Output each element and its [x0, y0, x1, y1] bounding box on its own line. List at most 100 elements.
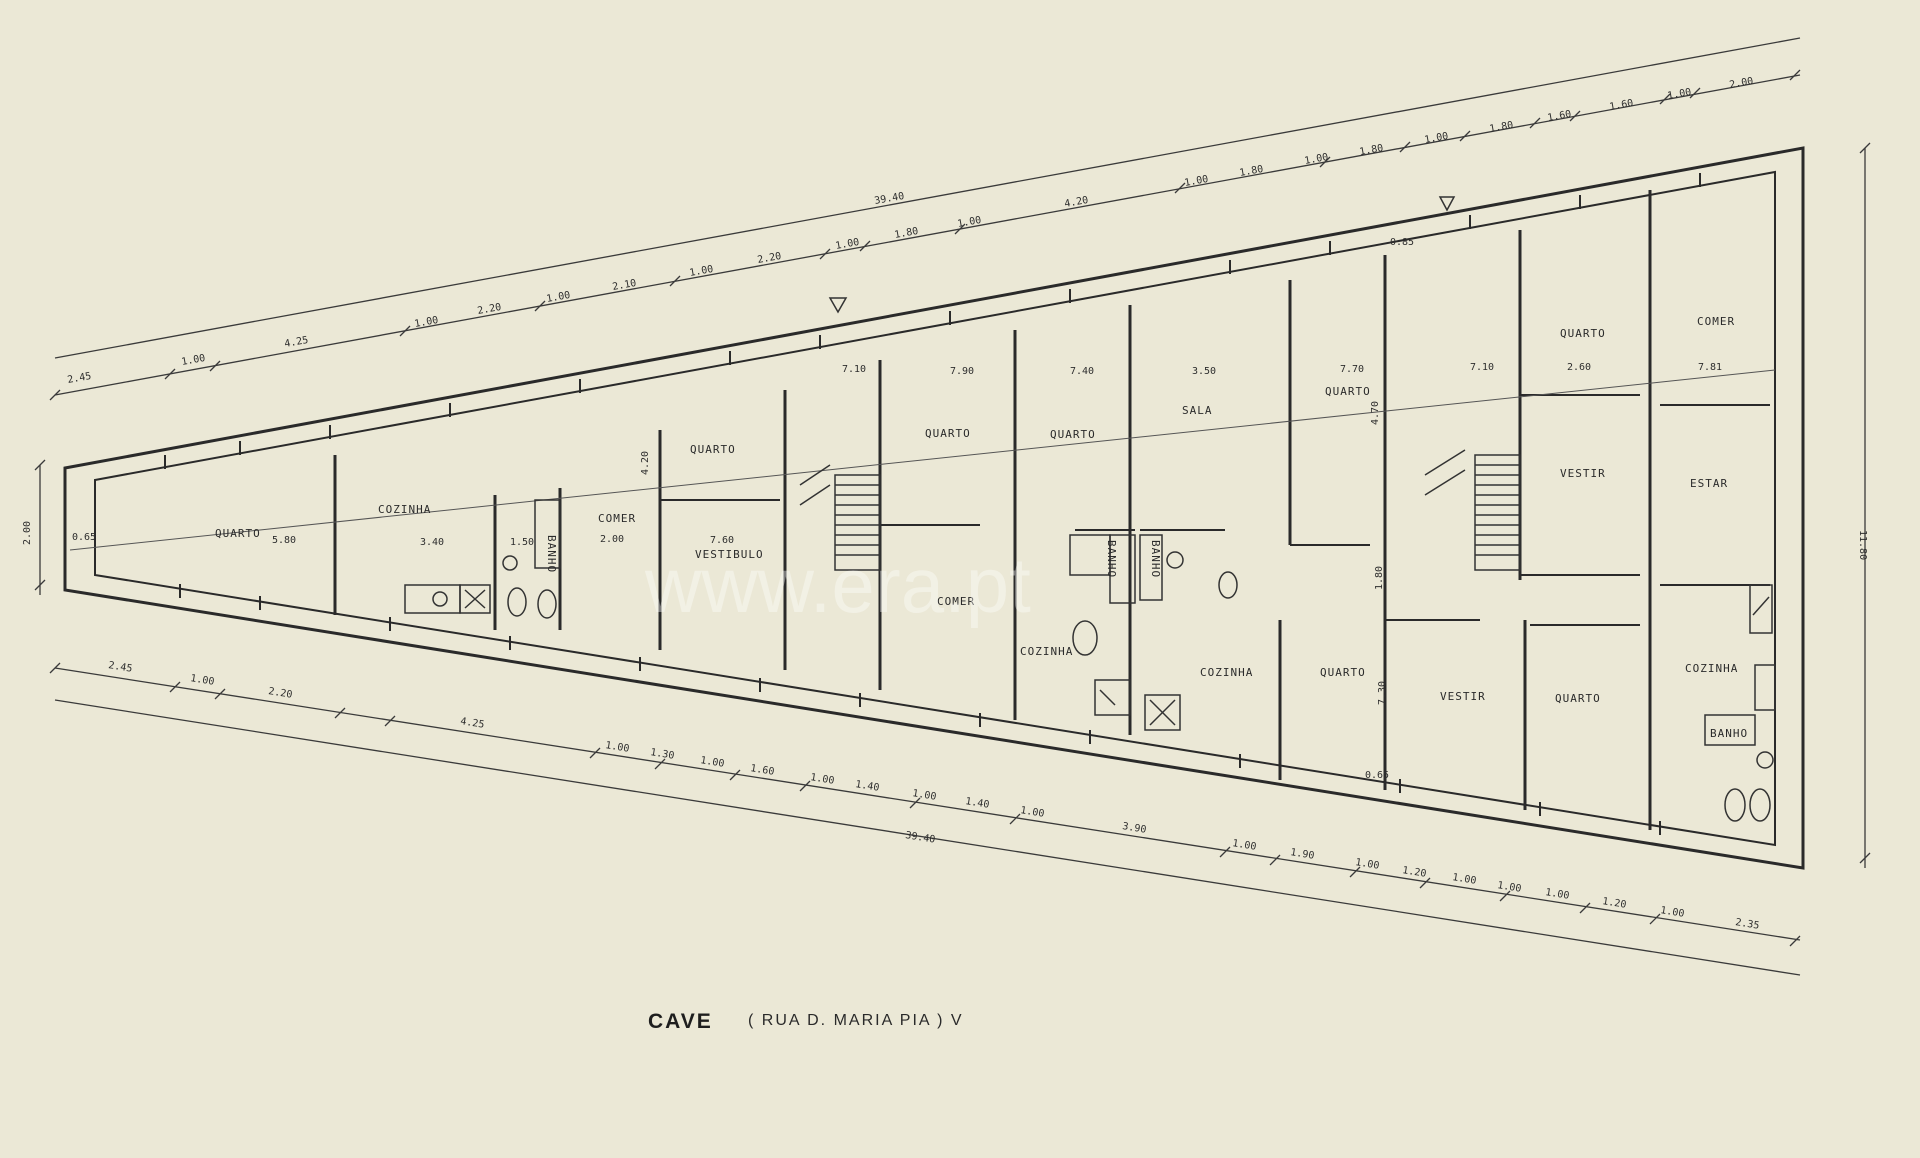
- dim-label: 5.80: [272, 535, 296, 546]
- title-subtitle: ( RUA D. MARIA PIA ) V: [748, 1012, 964, 1029]
- dim-label: 7.10: [842, 364, 866, 375]
- dim-label: 1.00: [1660, 905, 1686, 920]
- dim-label: 4.20: [640, 451, 651, 475]
- bottom-dimensions: 39.40 2.45 1.00 2.20 4.25 1.00 1.30 1.00…: [108, 660, 1761, 932]
- room-label-comer: COMER: [598, 512, 636, 525]
- room-label-cozinha: COZINHA: [1685, 662, 1738, 675]
- drawing-title: CAVE ( RUA D. MARIA PIA ) V: [648, 1010, 964, 1033]
- room-dimensions: 0.65 5.80 3.40 1.50 2.00 7.60 4.20 7.10 …: [72, 237, 1722, 781]
- dim-label: 1.40: [965, 796, 991, 811]
- staircase-left: [799, 464, 881, 571]
- dim-label: 1.00: [1497, 880, 1523, 895]
- dim-label: 1.80: [1374, 566, 1385, 590]
- room-label-banho: BANHO: [1710, 727, 1748, 740]
- dim-label: 1.00: [700, 755, 726, 770]
- fixtures: [404, 499, 1776, 822]
- dim-label: 2.20: [268, 686, 294, 701]
- room-label-quarto: QUARTO: [1555, 692, 1601, 705]
- dim-label: 1.20: [1402, 865, 1428, 880]
- top-dimensions: 39.40 2.45 1.00 4.25 1.00 2.20 1.00 2.10…: [67, 76, 1755, 386]
- room-label-quarto: QUARTO: [690, 443, 736, 456]
- room-label-vestir: VESTIR: [1560, 467, 1606, 480]
- title-main: CAVE: [648, 1010, 713, 1033]
- dim-label: 1.00: [414, 315, 440, 330]
- dim-label: 2.20: [757, 251, 783, 266]
- room-label-comer: COMER: [1697, 315, 1735, 328]
- room-label-banho: BANHO: [1149, 540, 1162, 578]
- centre-axis-line: [69, 369, 1776, 551]
- room-label-quarto: QUARTO: [925, 427, 971, 440]
- dim-label: 1.60: [1547, 109, 1573, 124]
- dim-label: 1.00: [912, 788, 938, 803]
- side-dimensions: 2.00 11.80: [22, 521, 1868, 560]
- dim-label: 1.00: [605, 740, 631, 755]
- dim-label: 1.00: [190, 673, 216, 688]
- dim-label-right: 11.80: [1857, 530, 1868, 560]
- dim-label: 1.80: [1489, 120, 1515, 135]
- dim-label: 1.90: [1290, 847, 1316, 862]
- dim-label: 1.50: [510, 537, 534, 548]
- room-label-quarto: QUARTO: [1560, 327, 1606, 340]
- dim-label: 7.81: [1698, 362, 1722, 373]
- room-label-comer: COMER: [937, 595, 975, 608]
- outer-walls: [63, 146, 1805, 870]
- room-label-quarto: QUARTO: [1325, 385, 1371, 398]
- dim-label: 1.00: [1232, 838, 1258, 853]
- room-label-banho: BANHO: [1105, 540, 1118, 578]
- dim-label: 7.30: [1377, 681, 1388, 705]
- dim-label: 1.00: [810, 772, 836, 787]
- dim-label: 1.60: [1609, 98, 1635, 113]
- dim-label: 7.90: [950, 366, 974, 377]
- room-label-banho: BANHO: [545, 535, 558, 573]
- dim-label: 0.65: [72, 532, 96, 543]
- dim-label: 7.60: [710, 535, 734, 546]
- dim-label: 1.00: [1355, 857, 1381, 872]
- dim-label: 2.60: [1567, 362, 1591, 373]
- staircase-right: [1424, 449, 1521, 571]
- dim-label: 4.25: [460, 716, 486, 731]
- dim-label: 1.30: [650, 747, 676, 762]
- dim-label-left: 2.00: [22, 521, 33, 545]
- dim-label: 3.50: [1192, 366, 1216, 377]
- dim-label: 2.00: [1729, 76, 1755, 91]
- dim-label: 1.00: [1184, 174, 1210, 189]
- room-label-cozinha: COZINHA: [1020, 645, 1073, 658]
- dim-label: 1.00: [689, 264, 715, 279]
- dim-label: 7.40: [1070, 366, 1094, 377]
- dim-label: 7.10: [1470, 362, 1494, 373]
- dim-label: 2.20: [477, 302, 503, 317]
- dim-label: 4.25: [284, 335, 310, 350]
- dim-label: 1.00: [1424, 131, 1450, 146]
- dim-label: 7.70: [1340, 364, 1364, 375]
- dim-label: 3.40: [420, 537, 444, 548]
- dim-label: 4.20: [1064, 195, 1090, 210]
- dim-label: 2.45: [108, 660, 134, 675]
- dim-label: 1.00: [1545, 887, 1571, 902]
- entrance-triangle-icon: [828, 297, 848, 314]
- dim-label: 1.00: [546, 290, 572, 305]
- room-labels: QUARTO COZINHA BANHO COMER QUARTO VESTIB…: [215, 315, 1748, 740]
- dim-label: 0.85: [1390, 237, 1414, 248]
- room-label-vestibulo: VESTIBULO: [695, 548, 764, 561]
- dim-label: 4.70: [1370, 401, 1381, 425]
- overall-length-bottom: 39.40: [905, 830, 936, 846]
- overall-length-top: 39.40: [874, 191, 906, 207]
- dim-label: 1.60: [750, 763, 776, 778]
- room-label-estar: ESTAR: [1690, 477, 1728, 490]
- dim-label: 1.00: [835, 237, 861, 252]
- dim-label: 1.00: [1020, 805, 1046, 820]
- dim-label: 1.80: [1359, 143, 1385, 158]
- dim-label: 1.80: [894, 226, 920, 241]
- dim-label: 1.40: [855, 779, 881, 794]
- dim-label: 1.00: [181, 353, 207, 368]
- watermark-text: www.era.pt: [644, 541, 1031, 629]
- dim-label: 1.00: [957, 215, 983, 230]
- dim-label: 0.65: [1365, 770, 1389, 781]
- dim-label: 2.45: [67, 371, 93, 386]
- room-label-cozinha: COZINHA: [378, 503, 431, 516]
- room-label-vestir: VESTIR: [1440, 690, 1486, 703]
- entrance-markers: [828, 196, 1456, 314]
- dim-label: 1.80: [1239, 164, 1265, 179]
- dim-label: 2.10: [612, 278, 638, 293]
